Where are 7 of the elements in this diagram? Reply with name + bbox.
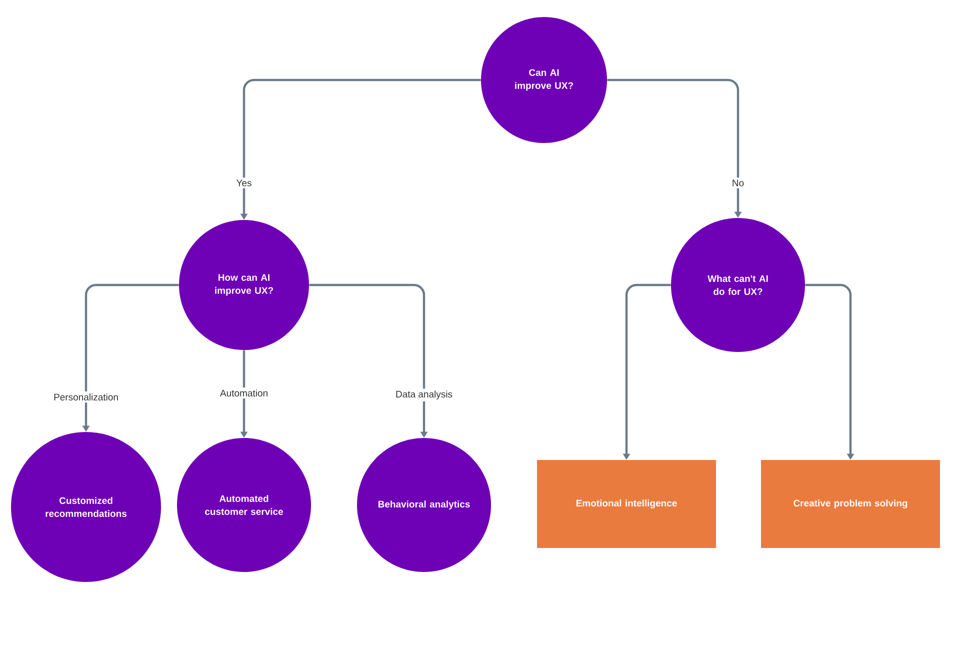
edge-label: Yes (234, 178, 254, 188)
edge-label: Data analysis (394, 388, 455, 402)
answer-box: Emotional intelligence (537, 460, 716, 548)
edge-label: Automation (218, 388, 270, 398)
edge-label: No (730, 178, 746, 188)
edge-label: Personalization (52, 392, 120, 402)
answer-box: Creative problem solving (761, 460, 940, 548)
